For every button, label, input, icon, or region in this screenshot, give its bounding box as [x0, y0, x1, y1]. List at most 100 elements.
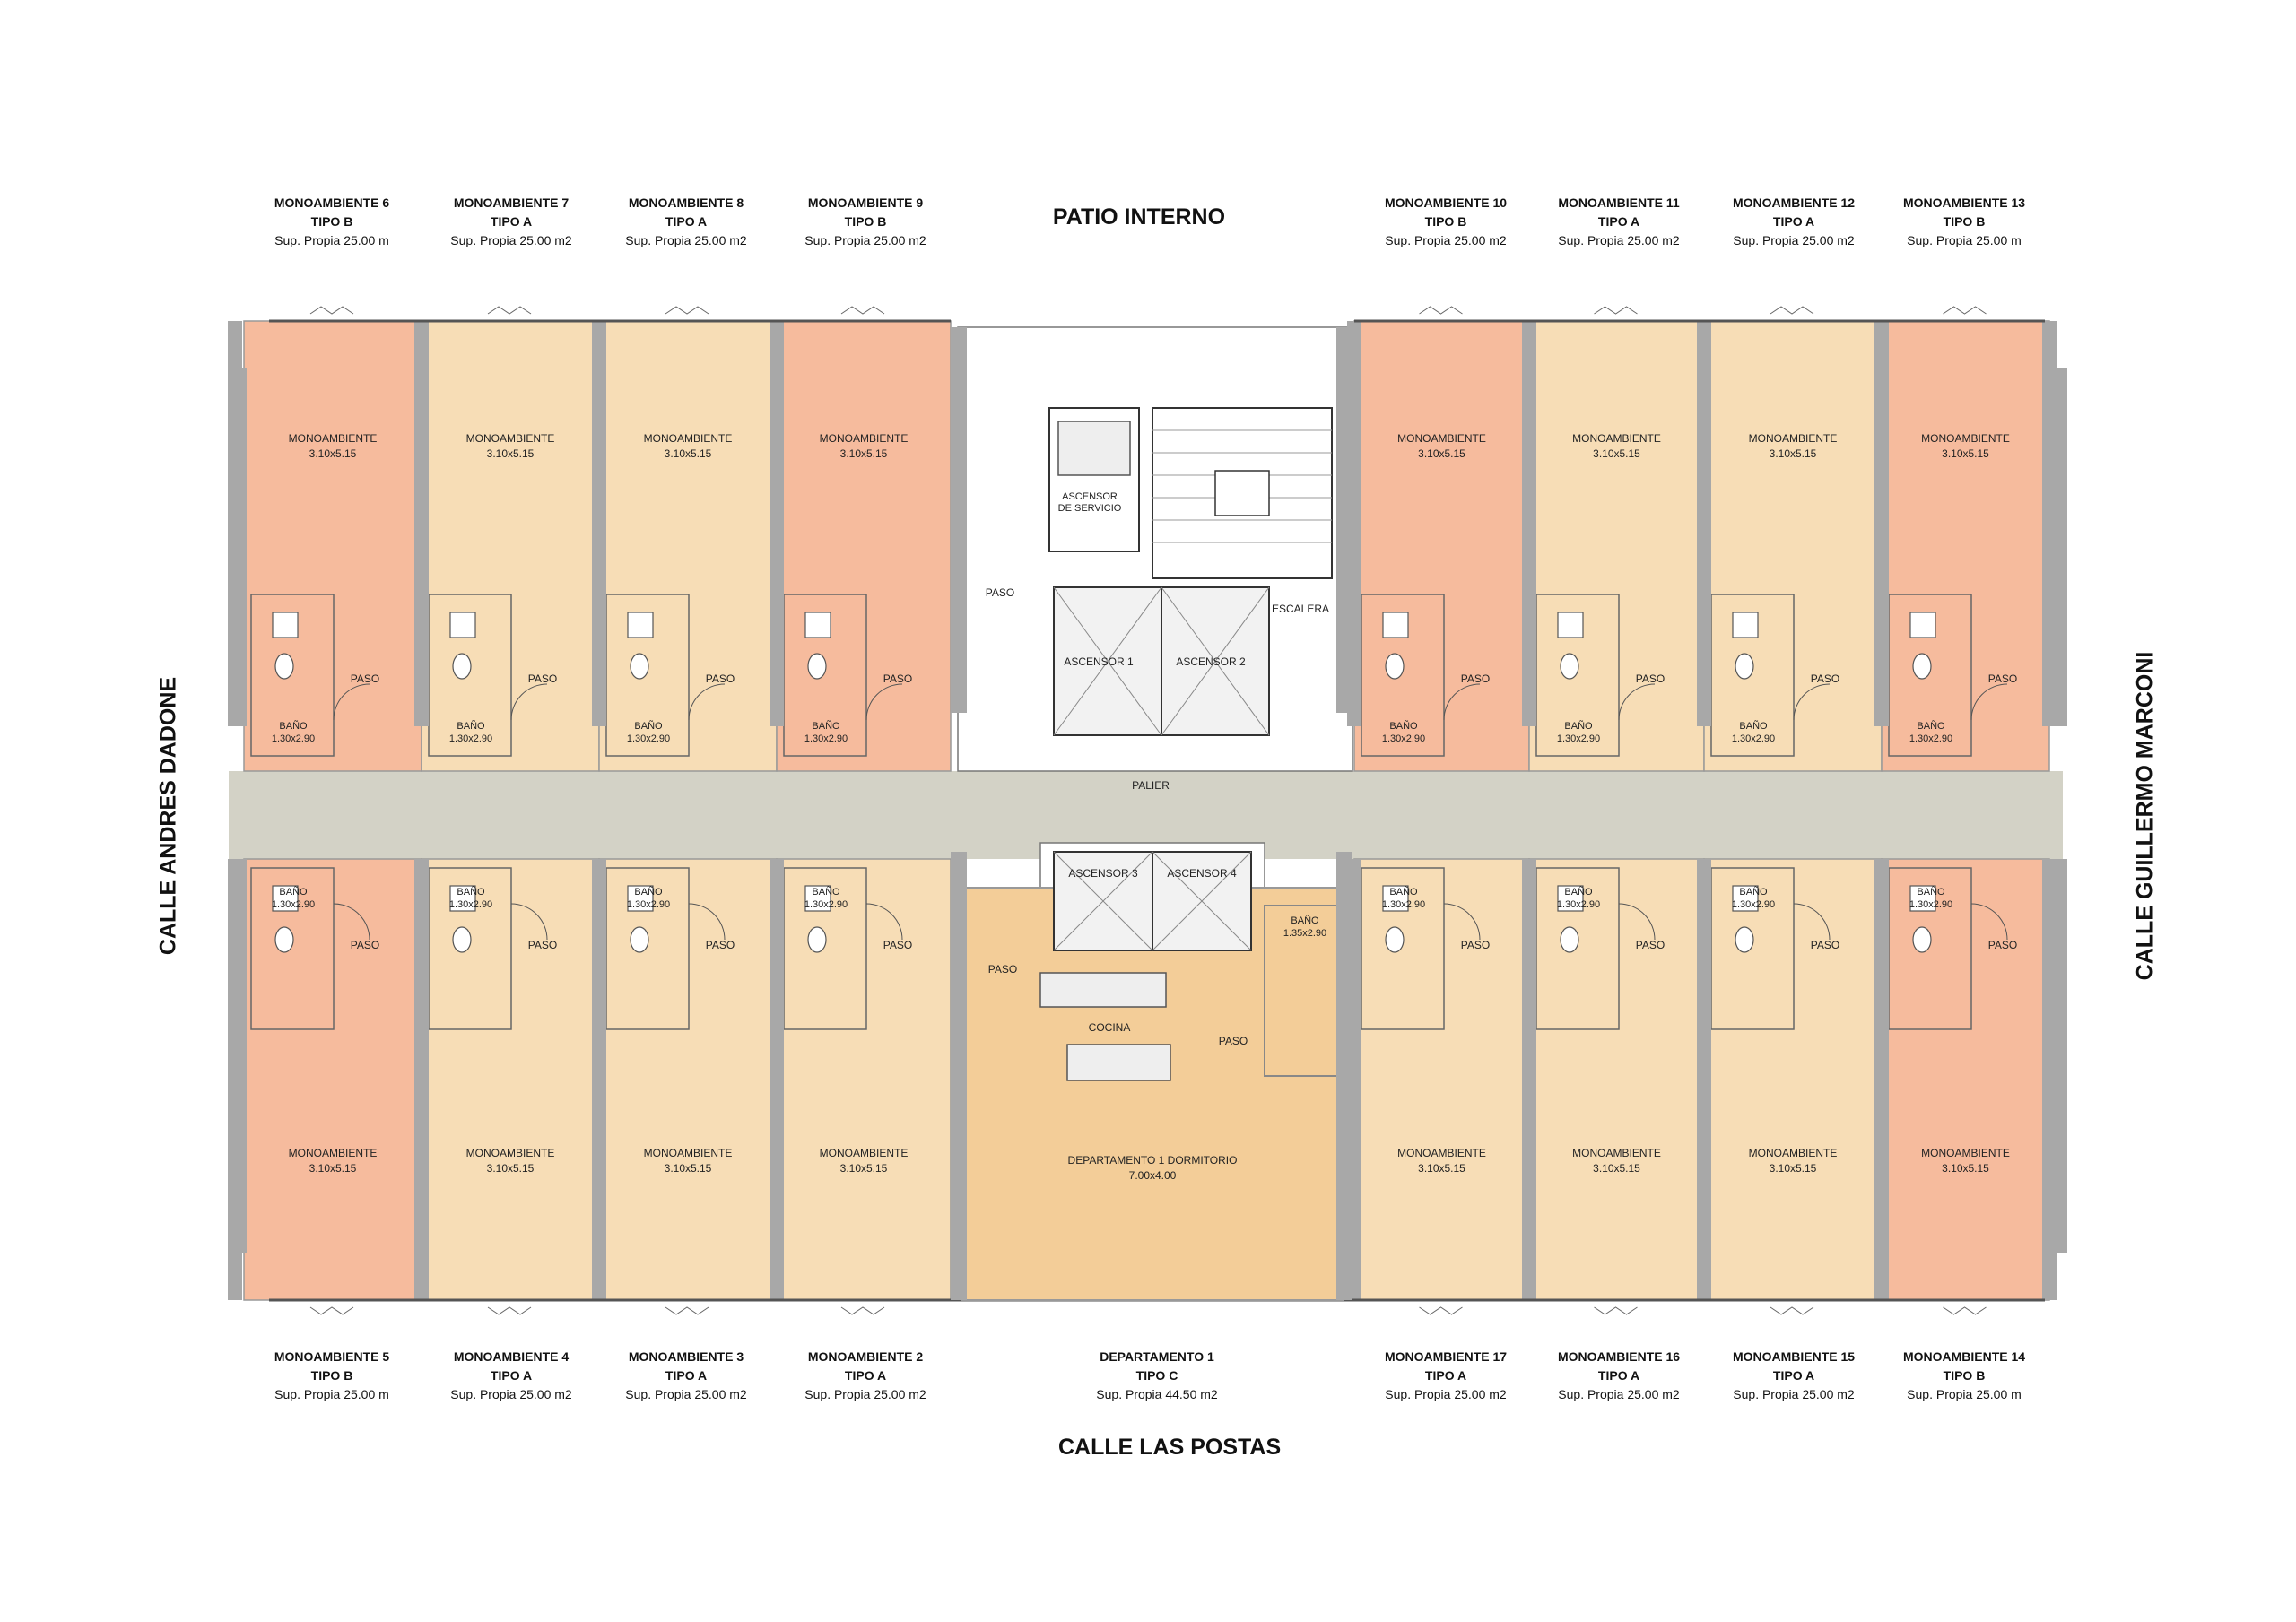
paso-label: PASO [1988, 939, 2017, 951]
depto-bath [1264, 905, 1346, 1077]
paso-label: PASO [1636, 939, 1665, 951]
unit-type: TIPO A [1597, 214, 1640, 229]
cocina-label: COCINA [1089, 1021, 1131, 1034]
unit-type: TIPO B [1424, 214, 1467, 229]
bathroom-label: BAÑO [457, 886, 485, 898]
top-units-group: MONOAMBIENTE3.10x5.15BAÑO1.30x2.90PASOMO… [243, 306, 2050, 772]
bathroom-dimension: 1.30x2.90 [1909, 733, 1952, 744]
bathroom-label: BAÑO [812, 720, 840, 732]
depto-bath-dimension: 1.35x2.90 [1283, 928, 1326, 939]
room-label-monoambiente: MONOAMBIENTE [1921, 1147, 2010, 1159]
unit-type: TIPO A [1424, 1368, 1467, 1383]
paso-label: PASO [1636, 672, 1665, 685]
bathroom-dimension: 1.30x2.90 [627, 899, 670, 910]
unit-type: TIPO B [310, 1368, 353, 1383]
unit-area: Sup. Propia 25.00 m2 [804, 233, 926, 247]
room-label-monoambiente: MONOAMBIENTE [1572, 432, 1661, 445]
kitchen-counter [1039, 972, 1167, 1008]
paso-label: PASO [883, 939, 912, 951]
room-label-monoambiente: MONOAMBIENTE [820, 432, 909, 445]
room-label-monoambiente: MONOAMBIENTE [1921, 432, 2010, 445]
unit-area: Sup. Propia 25.00 m2 [625, 1387, 747, 1401]
unit-area: Sup. Propia 25.00 m2 [450, 1387, 572, 1401]
room-label-monoambiente: MONOAMBIENTE [466, 432, 555, 445]
room-label-monoambiente: MONOAMBIENTE [1749, 432, 1838, 445]
room-dimension: 3.10x5.15 [665, 1162, 712, 1175]
street-guillermo-marconi: CALLE GUILLERMO MARCONI [2132, 651, 2158, 981]
bathroom-label: BAÑO [634, 720, 663, 732]
bathroom-dimension: 1.30x2.90 [1382, 899, 1425, 910]
bathroom-label: BAÑO [1564, 720, 1593, 732]
bathroom-dimension: 1.30x2.90 [272, 899, 315, 910]
depto-bath-label: BAÑO [1291, 915, 1319, 926]
bathroom-label: BAÑO [1917, 886, 1945, 898]
bathroom-label: BAÑO [1389, 720, 1418, 732]
unit-name: MONOAMBIENTE 6 [274, 195, 390, 210]
bathroom-label: BAÑO [1389, 886, 1418, 898]
unit-name: MONOAMBIENTE 14 [1902, 1349, 2026, 1364]
bathroom-label: BAÑO [1564, 886, 1593, 898]
room-dimension: 3.10x5.15 [1770, 1162, 1817, 1175]
paso-core-label: PASO [986, 586, 1014, 599]
unit-name: MONOAMBIENTE 16 [1557, 1349, 1681, 1364]
core-walls [951, 327, 1352, 1300]
bathroom-dimension: 1.30x2.90 [804, 733, 848, 744]
unit-type: TIPO A [665, 1368, 708, 1383]
street-andres-dadone: CALLE ANDRES DADONE [155, 676, 181, 956]
unit-area: Sup. Propia 44.50 m2 [1096, 1387, 1218, 1401]
unit-name: MONOAMBIENTE 15 [1732, 1349, 1856, 1364]
bathroom-dimension: 1.30x2.90 [1732, 733, 1775, 744]
bathroom-label: BAÑO [812, 886, 840, 898]
room-dimension: 3.10x5.15 [665, 447, 712, 460]
unit-area: Sup. Propia 25.00 m [274, 1387, 389, 1401]
paso-label: PASO [706, 939, 735, 951]
room-label-monoambiente: MONOAMBIENTE [1397, 1147, 1486, 1159]
unit-type: TIPO A [1772, 1368, 1815, 1383]
service-elevator-label-2: DE SERVICIO [1058, 503, 1122, 514]
bathroom-dimension: 1.30x2.90 [449, 899, 492, 910]
unit-type: TIPO A [490, 214, 533, 229]
unit-area: Sup. Propia 25.00 m2 [1558, 233, 1680, 247]
paso-label: PASO [1811, 939, 1839, 951]
elevator-4-label: ASCENSOR 4 [1167, 867, 1237, 880]
paso-depto-label-2: PASO [1219, 1035, 1248, 1047]
unit-area: Sup. Propia 25.00 m2 [1733, 233, 1855, 247]
unit-name: DEPARTAMENTO 1 [1100, 1349, 1214, 1364]
paso-label: PASO [351, 672, 379, 685]
unit-name: MONOAMBIENTE 17 [1384, 1349, 1508, 1364]
unit-type: TIPO B [844, 214, 887, 229]
bathroom-label: BAÑO [634, 886, 663, 898]
room-dimension: 3.10x5.15 [840, 447, 888, 460]
depto-dimension: 7.00x4.00 [1129, 1169, 1177, 1182]
room-dimension: 3.10x5.15 [309, 447, 357, 460]
unit-area: Sup. Propia 25.00 m2 [450, 233, 572, 247]
bathroom-dimension: 1.30x2.90 [1909, 899, 1952, 910]
paso-label: PASO [883, 672, 912, 685]
room-label-monoambiente: MONOAMBIENTE [1572, 1147, 1661, 1159]
room-label-monoambiente: MONOAMBIENTE [644, 1147, 733, 1159]
escalera-label: ESCALERA [1272, 603, 1329, 615]
room-label-monoambiente: MONOAMBIENTE [466, 1147, 555, 1159]
room-dimension: 3.10x5.15 [1418, 447, 1465, 460]
palier-label: PALIER [1132, 779, 1170, 792]
kitchen-island [1066, 1044, 1171, 1081]
bathroom-label: BAÑO [1739, 720, 1768, 732]
room-dimension: 3.10x5.15 [1593, 447, 1640, 460]
elevator-3-label: ASCENSOR 3 [1068, 867, 1138, 880]
unit-name: MONOAMBIENTE 11 [1558, 195, 1680, 210]
unit-type: TIPO A [844, 1368, 887, 1383]
bathroom-dimension: 1.30x2.90 [1557, 899, 1600, 910]
unit-name: MONOAMBIENTE 2 [807, 1349, 924, 1364]
paso-label: PASO [528, 672, 557, 685]
